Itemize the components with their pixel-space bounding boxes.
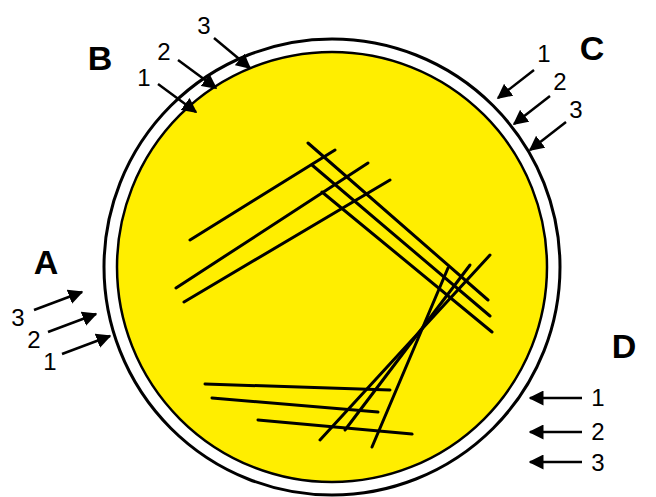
- direction-arrows: [34, 38, 582, 462]
- petri-dish-rim: [104, 39, 560, 495]
- step-number: 2: [27, 328, 40, 352]
- step-number: 1: [537, 42, 550, 66]
- step-number: 2: [157, 40, 170, 64]
- step-number: 1: [591, 386, 604, 410]
- step-number: 2: [553, 70, 566, 94]
- section-letter: A: [34, 245, 59, 279]
- step-number: 1: [43, 350, 56, 374]
- streak-lines: [176, 143, 492, 447]
- step-number: 2: [591, 420, 604, 444]
- step-number: 3: [569, 98, 582, 122]
- agar-surface: [117, 52, 547, 482]
- section-letter: B: [88, 41, 113, 75]
- step-number: 3: [197, 14, 210, 38]
- step-number: 3: [591, 451, 604, 475]
- step-number: 3: [11, 306, 24, 330]
- step-number: 1: [137, 66, 150, 90]
- section-letter: D: [612, 329, 637, 363]
- section-letter: C: [580, 31, 605, 65]
